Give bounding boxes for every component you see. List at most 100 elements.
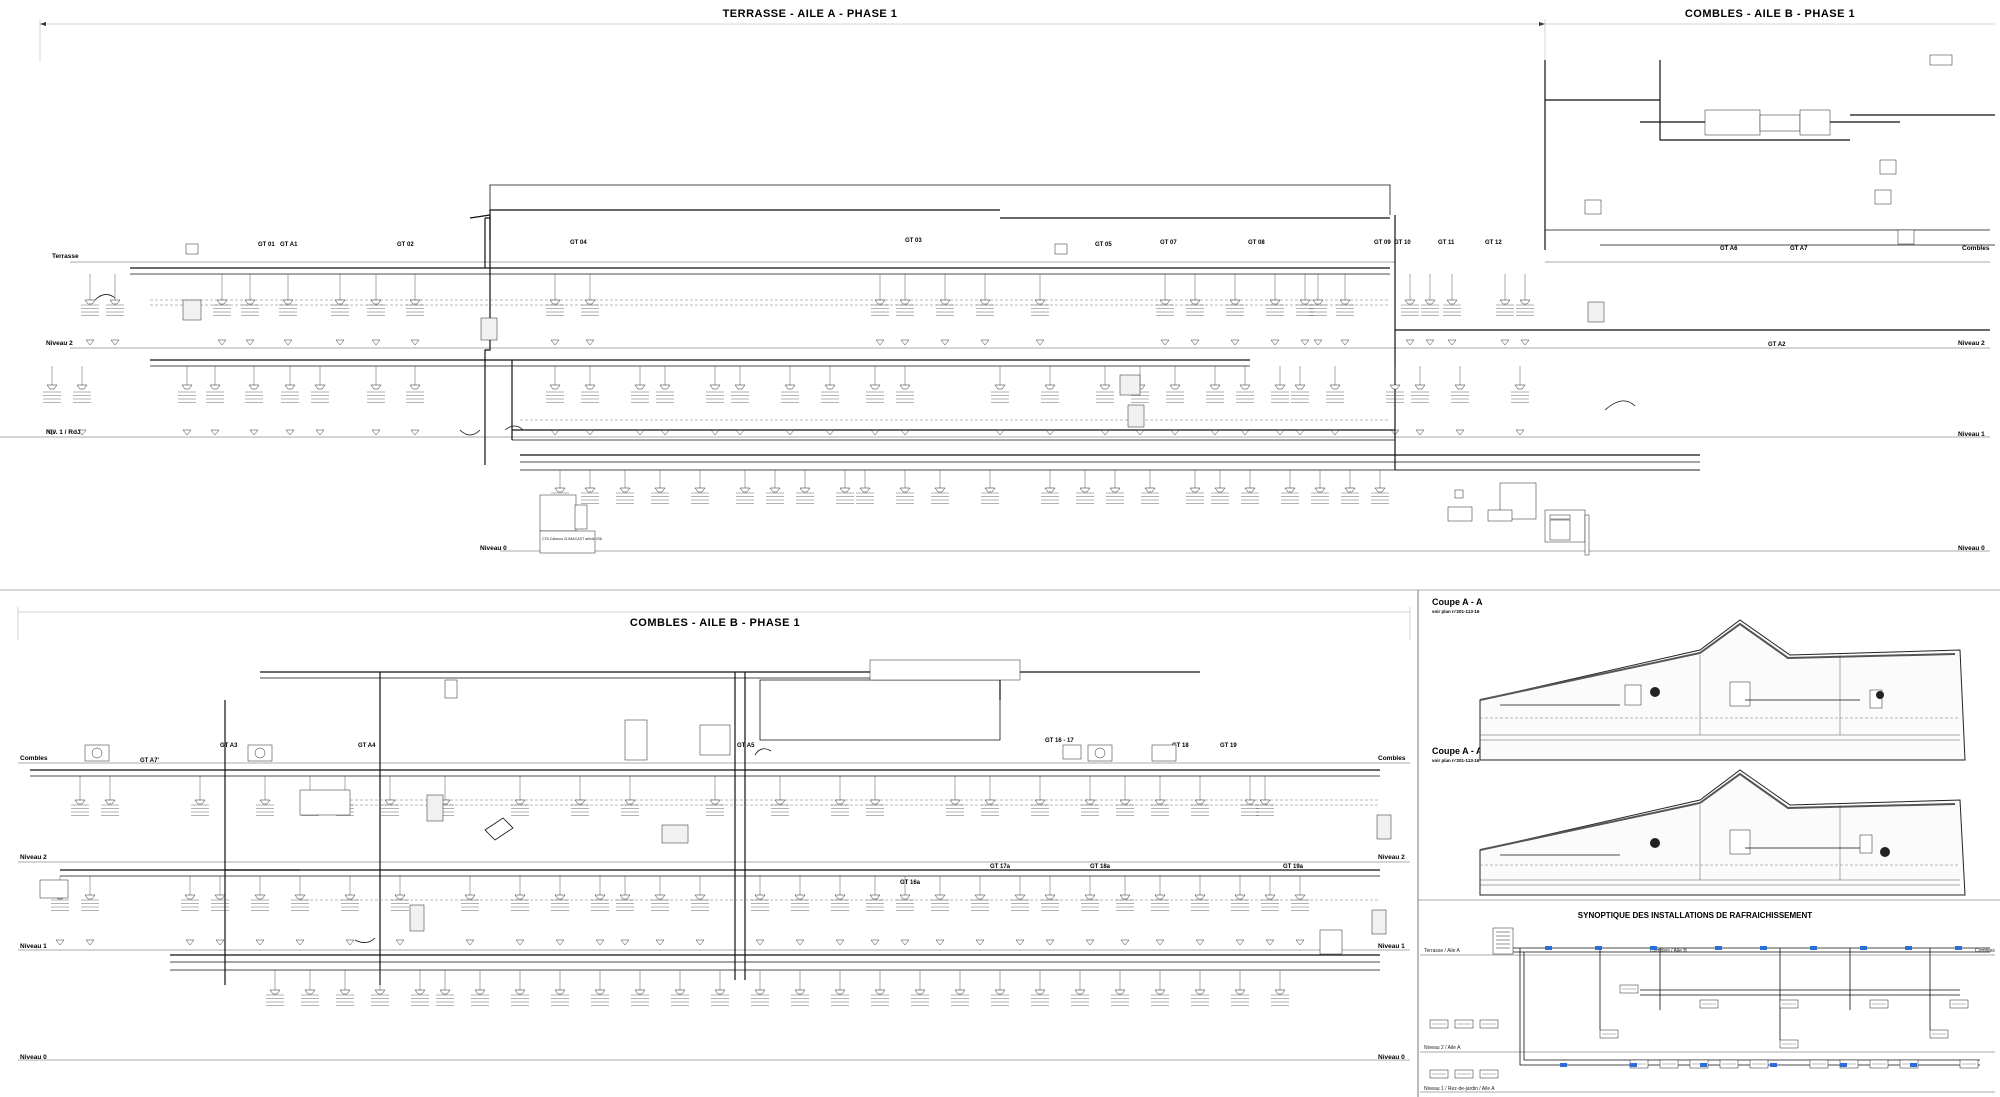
gt-label: GT 05 [1095,242,1112,248]
diffuser-icon [339,989,351,995]
diffuser-icon [754,894,766,900]
diffuser-icon [1295,429,1305,436]
diffuser-icon [84,299,96,305]
bottom-equipment [39,659,1392,955]
diffuser-icon [694,487,706,493]
diffuser-icon [1045,429,1055,436]
diffuser-icon [1330,429,1340,436]
grille-icon [661,824,689,844]
diffuser-icon [654,487,666,493]
diffuser-icon [1339,299,1351,305]
diffuser-icon [76,384,88,390]
diffuser-icon [255,939,265,946]
level-niveau2-bottom-right: Niveau 2 [1378,854,1405,861]
diffuser-icon [1269,299,1281,305]
diffuser-icon [594,989,606,995]
diffuser-icon [550,429,560,436]
diffuser-icon [584,299,596,305]
diffuser-icon [624,799,636,805]
diffuser-icon [695,939,705,946]
outdoor-unit-icon [1087,744,1113,762]
synoptique-levels [1420,954,1995,1093]
diffuser-icon [585,339,595,346]
diffuser-icon [975,939,985,946]
diffuser-icon [1299,299,1311,305]
gt-label: GT 17a [990,864,1011,870]
diffuser-icon [1194,894,1206,900]
diffuser-icon [555,939,565,946]
gt-label: GT 04 [570,240,587,246]
diffuser-icon [554,894,566,900]
diffuser-icon [1514,384,1526,390]
diffuser-icon [1195,939,1205,946]
diffuser-icon [834,989,846,995]
diffuser-icon [283,339,293,346]
diffuser-icon [110,339,120,346]
diffuser-icon [1274,989,1286,995]
diffuser-icon [634,989,646,995]
diffuser-icon [1170,429,1180,436]
diffuser-icon [464,894,476,900]
diffuser-icon [709,799,721,805]
diffuser-icon [1447,339,1457,346]
diffuser-icon [935,939,945,946]
diffuser-icon [980,339,990,346]
diffuser-icon [1194,989,1206,995]
diffuser-icon [1044,894,1056,900]
diffuser-icon [514,989,526,995]
diffuser-icon [1189,299,1201,305]
diffuser-icon [899,487,911,493]
diffuser-icon [465,939,475,946]
diffuser-icon [394,894,406,900]
level-niveau0-top-right: Niveau 0 [1958,545,1985,552]
gt-label: GT A4 [358,743,376,749]
diffuser-icon [282,299,294,305]
gt-label: GT 16a [900,880,921,886]
gt-label: GT 18a [1090,864,1111,870]
diffuser-icon [370,299,382,305]
diffuser-icon [550,339,560,346]
diffuser-icon [1244,487,1256,493]
diffuser-icon [259,799,271,805]
diffuser-icon [549,299,561,305]
gt-label: GT A7' [140,758,159,764]
diffuser-icon [754,989,766,995]
gt-label: GT A7 [1790,246,1808,252]
gt-label: GT 19a [1283,864,1304,870]
diffuser-icon [1404,299,1416,305]
level-niveau0-bottom-right: Niveau 0 [1378,1054,1405,1061]
level-niv1-rdj: Niv. 1 / RdJ [46,429,81,436]
diffuser-icon [1014,894,1026,900]
diffuser-icon [1154,799,1166,805]
diffuser-icon [1210,429,1220,436]
outdoor-unit-icon [247,744,273,762]
diffuser-icon [1229,299,1241,305]
dimension-arrow-icon [1539,22,1545,26]
diffuser-icon [254,894,266,900]
level-niveau2-top-right: Niveau 2 [1958,340,1985,347]
gt-label: GT 09 [1374,240,1391,246]
diffuser-icon [735,429,745,436]
diffuser-icon [1389,384,1401,390]
diffuser-icon [825,429,835,436]
diffuser-icon [1265,939,1275,946]
gt-label: GT 12 [1485,240,1502,246]
diffuser-icon [1274,384,1286,390]
section-title-terrasse-a: TERRASSE - AILE A - PHASE 1 [723,8,898,20]
diffuser-icon [344,894,356,900]
diffuser-icon [995,429,1005,436]
bottom-level-lines [18,762,1410,1061]
grille-icon [426,794,444,822]
fan-coil-icon [1897,229,1915,245]
diffuser-icon [285,429,295,436]
diffuser-icon [899,384,911,390]
diffuser-icon [1235,939,1245,946]
diffuser-icon [1313,339,1323,346]
coupe-title-2: Coupe A - A [1432,746,1483,756]
diffuser-icon [294,894,306,900]
diffuser-icon [1259,799,1271,805]
diffuser-icon [834,799,846,805]
diffuser-icon [1084,799,1096,805]
gt-label: GT 16 - 17 [1045,738,1074,744]
